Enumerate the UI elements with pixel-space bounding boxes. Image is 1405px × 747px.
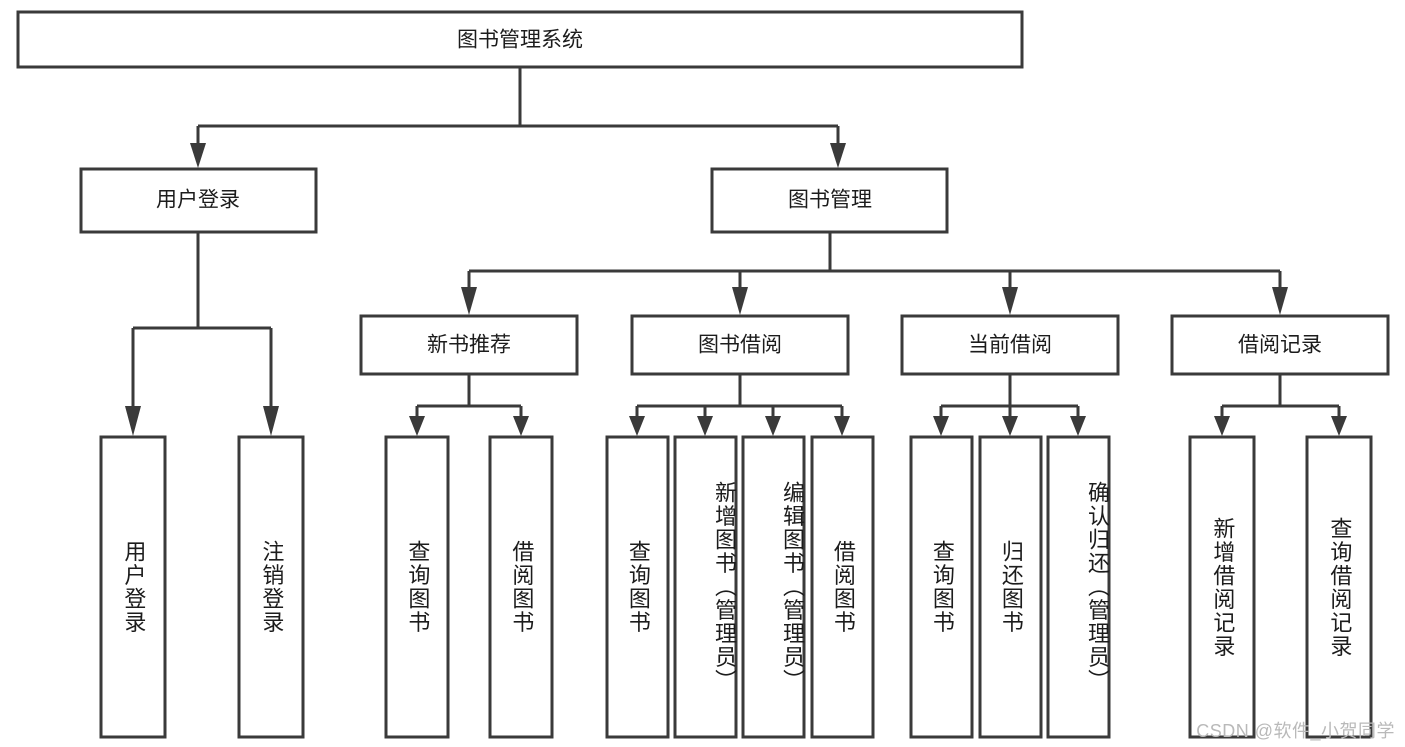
leaf-box-query-book-2[interactable]: [605, 435, 670, 739]
edge-bookborrow-to-leaves: [629, 374, 850, 436]
leaf-box-add-record[interactable]: [1188, 435, 1256, 739]
leaf-box-query-book-3[interactable]: [909, 435, 974, 739]
leaf-box-user-login[interactable]: [99, 435, 167, 739]
edge-root-to-level2: [190, 67, 846, 168]
node-book-borrow-label: 图书借阅: [698, 334, 782, 357]
edge-currentborrow-to-leaves: [933, 374, 1086, 436]
csdn-watermark: CSDN @软件_小贺同学: [1196, 721, 1395, 741]
node-book-manage-label: 图书管理: [788, 189, 872, 212]
edge-userlogin-to-leaves: [125, 232, 279, 436]
leaf-box-logout-login[interactable]: [237, 435, 305, 739]
node-user-login[interactable]: 用户登录: [79, 167, 318, 234]
node-current-borrow[interactable]: 当前借阅: [900, 314, 1120, 376]
leaf-box-query-book-1[interactable]: [384, 435, 450, 739]
node-new-book-recommend[interactable]: 新书推荐: [359, 314, 579, 376]
edge-newbook-to-leaves: [409, 374, 529, 436]
leaf-box-confirm-return[interactable]: [1046, 435, 1111, 739]
edge-borrowrecord-to-leaves: [1214, 374, 1347, 436]
node-book-borrow[interactable]: 图书借阅: [630, 314, 850, 376]
node-user-login-label: 用户登录: [156, 189, 240, 212]
leaf-box-edit-book[interactable]: [741, 435, 806, 739]
node-borrow-record-label: 借阅记录: [1238, 334, 1322, 357]
edge-bookmanage-to-level3: [461, 232, 1288, 315]
leaf-box-borrow-book-2[interactable]: [810, 435, 875, 739]
node-root-system-label: 图书管理系统: [457, 29, 583, 52]
leaf-box-add-book[interactable]: [673, 435, 738, 739]
node-book-manage[interactable]: 图书管理: [710, 167, 949, 234]
node-borrow-record[interactable]: 借阅记录: [1170, 314, 1390, 376]
leaf-box-query-record[interactable]: [1305, 435, 1373, 739]
node-root-system[interactable]: 图书管理系统: [16, 10, 1024, 69]
leaf-box-return-book[interactable]: [978, 435, 1043, 739]
leaf-box-borrow-book-1[interactable]: [488, 435, 554, 739]
node-new-book-recommend-label: 新书推荐: [427, 334, 511, 357]
node-current-borrow-label: 当前借阅: [968, 334, 1052, 357]
